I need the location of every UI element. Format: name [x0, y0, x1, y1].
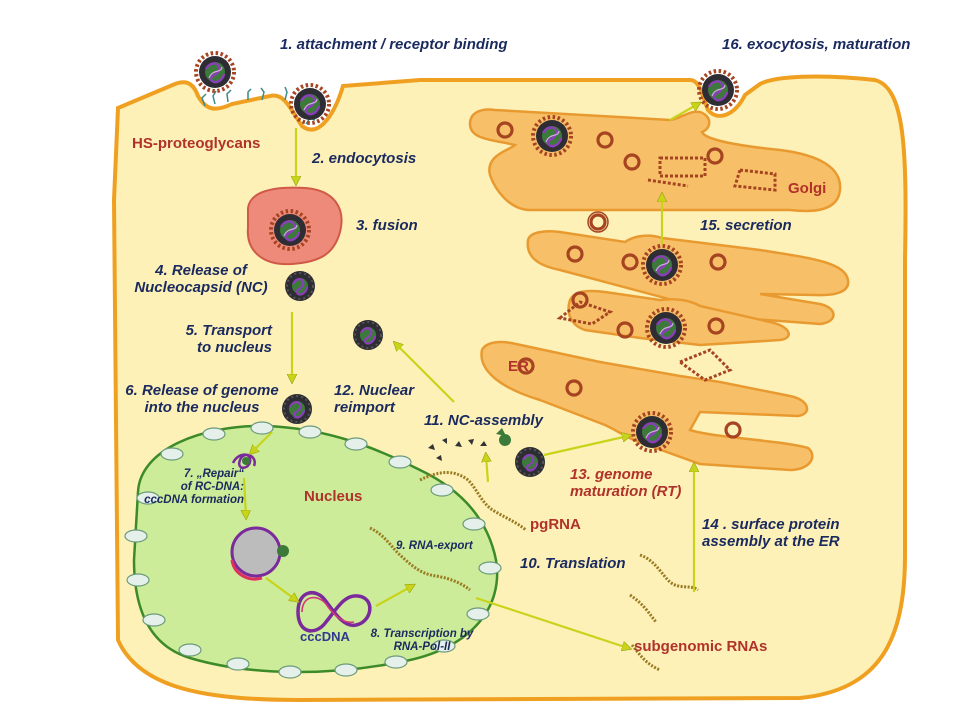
step-2-label: 2. endocytosis [312, 150, 417, 167]
er-cisterna-3 [480, 340, 814, 472]
step-5-label: 5. Transport to nucleus [170, 322, 272, 356]
step-4-line-2: Nucleocapsid (NC) [134, 279, 268, 296]
step-13-label: 13. genome maturation (RT) [570, 466, 681, 500]
virion-attaching [194, 51, 236, 93]
step-4-line-1: 4. Release of [155, 262, 247, 279]
step-8-line-2: RNA-Pol-II [393, 641, 451, 653]
er-cisterna-1 [526, 230, 850, 326]
hs-proteoglycan-receptors [201, 86, 316, 125]
step-11-label: 11. NC-assembly [424, 412, 543, 429]
step-5-line-1: 5. Transport [185, 322, 272, 339]
step-10-label: 10. Translation [520, 555, 626, 572]
rc-dna-circle [230, 526, 282, 578]
nucleus-label: Nucleus [304, 488, 363, 505]
filament-particles [556, 156, 777, 382]
subgenomic-rnas-label: subgenomic RNAs [634, 638, 768, 655]
step-9-label: 9. RNA-export [396, 540, 473, 552]
golgi-label: Golgi [788, 180, 827, 197]
nc-green-blob [496, 428, 511, 446]
repair-dna-squiggle [231, 453, 256, 469]
nucleocapsid-reimport [351, 318, 385, 352]
step-8-label: 8. Transcription by RNA-Pol-II [356, 628, 488, 654]
er-label: ER [508, 358, 529, 375]
step-arrows [244, 104, 698, 648]
step-4-label: 4. Release of Nucleocapsid (NC) [120, 262, 282, 296]
polymerase-fragments [428, 438, 487, 461]
step-7-label: 7. „Repair“ of RC-DNA: cccDNA formation [128, 468, 244, 507]
step-6-line-1: 6. Release of genome [125, 382, 279, 399]
step-12-label: 12. Nuclear reimport [334, 382, 414, 416]
step-7-line-1: 7. „Repair“ [183, 468, 244, 480]
step-8-line-1: 8. Transcription by [370, 628, 474, 640]
step-12-line-1: 12. Nuclear [334, 382, 415, 399]
step-7-line-3: cccDNA formation [144, 494, 244, 506]
step-7-line-2: of RC-DNA: [180, 481, 244, 493]
step-14-label: 14 . surface protein assembly at the ER [702, 516, 840, 550]
step-1-label: 1. attachment / receptor binding [280, 36, 508, 53]
step-6-label: 6. Release of genome into the nucleus [112, 382, 292, 416]
step-3-label: 3. fusion [356, 217, 418, 234]
step-13-line-2: maturation (RT) [570, 483, 682, 500]
step-15-label: 15. secretion [700, 217, 792, 234]
hs-proteoglycans-label: HS-proteoglycans [132, 135, 261, 152]
step-6-line-2: into the nucleus [144, 399, 260, 416]
nucleocapsid-released [283, 269, 317, 303]
pgrna-label: pgRNA [530, 516, 581, 533]
step-16-label: 16. exocytosis, maturation [722, 36, 911, 53]
step-13-line-1: 13. genome [570, 466, 653, 483]
cccdna-loop [296, 590, 372, 633]
step-14-line-2: assembly at the ER [702, 533, 840, 550]
step-12-line-2: reimport [334, 399, 395, 416]
step-5-line-2: to nucleus [196, 339, 272, 356]
er-cisterna-2 [567, 289, 790, 347]
step-14-line-1: 14 . surface protein [702, 516, 840, 533]
cccdna-label: cccDNA [300, 629, 350, 644]
nucleocapsid-assembly [513, 445, 547, 479]
